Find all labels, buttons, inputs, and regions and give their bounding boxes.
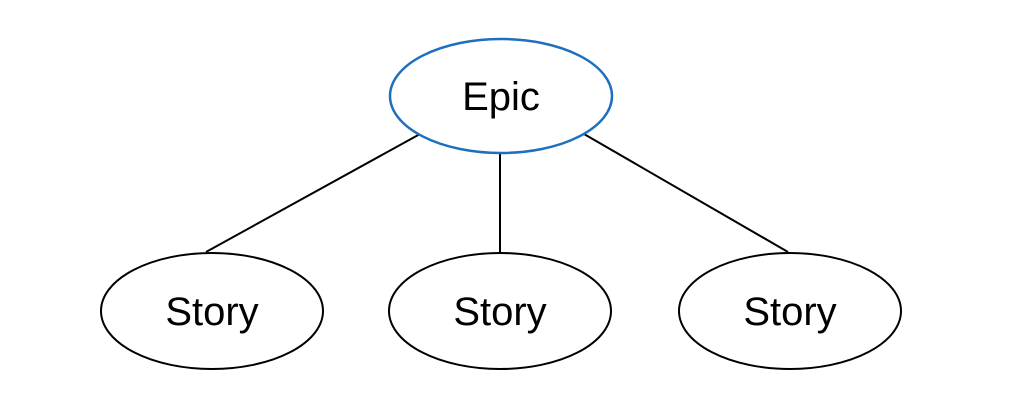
story-node-2: Story [388,252,612,370]
story-node-1: Story [100,252,324,370]
epic-node-shape [388,37,614,155]
edge-epic-story-3 [583,133,789,253]
story-node-1-shape [100,252,324,370]
story-node-2-shape [388,252,612,370]
edge-epic-story-1 [205,133,421,253]
epic-node: Epic [388,37,614,155]
story-node-3-shape [678,252,902,370]
story-node-3: Story [678,252,902,370]
story-node-3-label: Story [743,290,836,334]
epic-node-label: Epic [462,75,540,119]
story-node-1-label: Story [165,290,258,334]
story-node-2-label: Story [453,290,546,334]
